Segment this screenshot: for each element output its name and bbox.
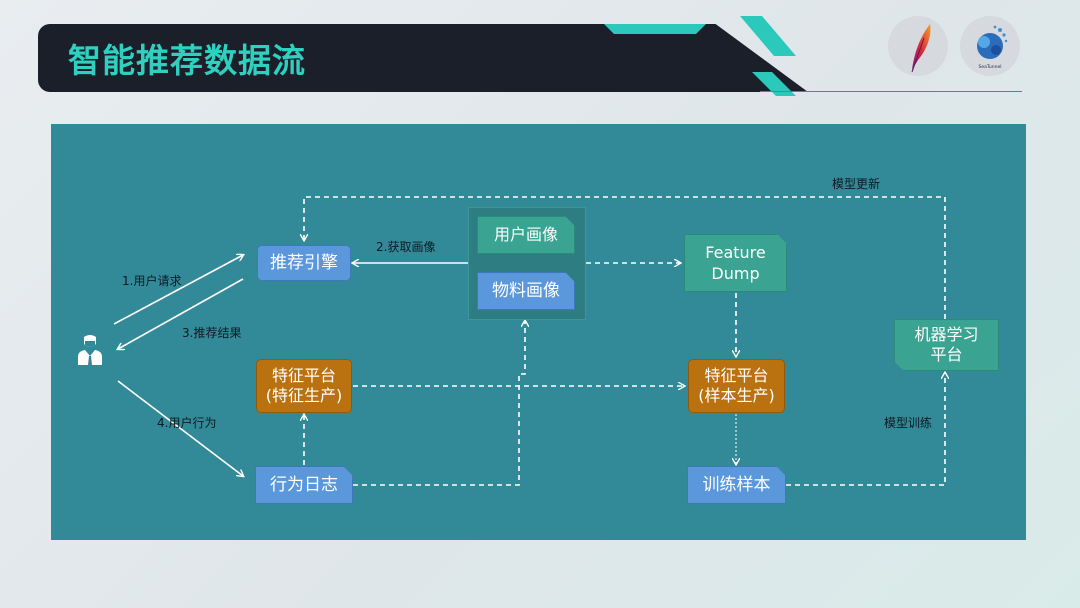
node-feature-platform-feature-line1: 特征平台 xyxy=(271,366,336,385)
node-item-profile-label: 物料画像 xyxy=(492,281,560,301)
edge-user-behavior xyxy=(117,380,243,476)
node-feature-platform-feature[interactable]: 特征平台 (特征生产) xyxy=(256,359,352,413)
label-user-request: 1.用户请求 xyxy=(122,274,182,288)
node-rec-engine[interactable]: 推荐引擎 xyxy=(257,245,351,281)
node-feature-dump-line1: Feature xyxy=(705,243,766,262)
label-user-behavior: 4.用户行为 xyxy=(157,416,217,430)
node-feature-dump[interactable]: Feature Dump xyxy=(684,234,787,292)
node-user-profile-label: 用户画像 xyxy=(493,225,558,244)
node-behavior-log[interactable]: 行为日志 xyxy=(255,466,353,504)
node-training-samples[interactable]: 训练样本 xyxy=(687,466,786,504)
diagram-canvas xyxy=(51,124,1026,540)
node-feature-platform-feature-line2: (特征生产) xyxy=(265,386,343,405)
node-behavior-log-label: 行为日志 xyxy=(270,475,338,495)
node-ml-platform-line2: 平台 xyxy=(930,345,963,364)
label-model-update: 模型更新 xyxy=(832,177,881,191)
edge-log-to-profile xyxy=(353,321,525,486)
page-title: 智能推荐数据流 xyxy=(68,41,306,80)
logo-text: SeaTunnel xyxy=(978,64,1001,70)
label-model-training: 模型训练 xyxy=(884,416,933,430)
label-rec-result: 3.推荐结果 xyxy=(182,326,242,340)
node-item-profile[interactable]: 物料画像 xyxy=(477,272,575,310)
node-user-profile[interactable]: 用户画像 xyxy=(477,216,575,254)
title-underline xyxy=(760,91,1022,92)
node-ml-platform[interactable]: 机器学习 平台 xyxy=(894,319,999,371)
node-feature-platform-sample-line2: (样本生产) xyxy=(698,386,775,405)
node-training-samples-label: 训练样本 xyxy=(702,475,771,495)
node-rec-engine-label: 推荐引擎 xyxy=(270,253,338,273)
feather-logo xyxy=(888,16,948,76)
node-feature-dump-line2: Dump xyxy=(711,264,760,283)
node-feature-platform-sample-line1: 特征平台 xyxy=(704,366,769,385)
node-feature-platform-sample[interactable]: 特征平台 (样本生产) xyxy=(688,359,785,413)
user-icon xyxy=(78,335,102,365)
edge-rec-result xyxy=(118,278,244,349)
title-accent-stripes xyxy=(604,16,796,96)
title-bar xyxy=(38,24,808,92)
edge-model-update xyxy=(304,196,946,319)
label-get-profile: 2.获取画像 xyxy=(376,240,436,254)
node-ml-platform-line1: 机器学习 xyxy=(914,325,979,344)
edge-user-request xyxy=(113,255,243,325)
seatunnel-logo: SeaTunnel xyxy=(960,16,1020,76)
